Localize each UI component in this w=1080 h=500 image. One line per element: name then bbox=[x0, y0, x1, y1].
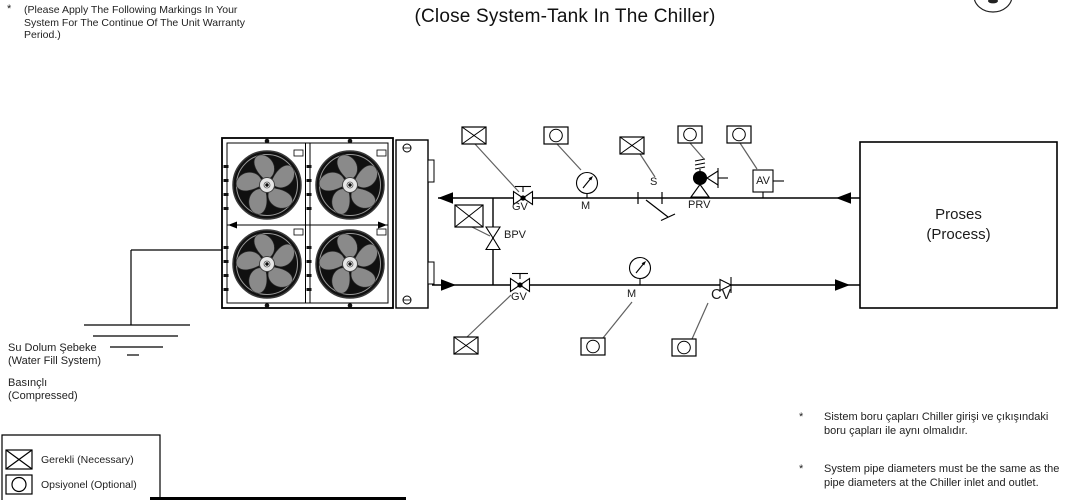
marker-boxes bbox=[453, 125, 752, 357]
gate-valve-top-label: GV bbox=[512, 201, 528, 213]
gauge-bottom-icon bbox=[628, 256, 652, 285]
note-marker: * bbox=[799, 411, 804, 423]
water-fill-line2: (Water Fill System) bbox=[8, 355, 102, 367]
compressed-line1: Basınçlı bbox=[8, 377, 48, 389]
note-english-line2: pipe diameters at the Chiller inlet and … bbox=[824, 476, 1039, 489]
note-english-line1: System pipe diameters must be the same a… bbox=[824, 463, 1060, 475]
logo-ellipse-icon bbox=[973, 0, 1013, 13]
frame-bottom-bar bbox=[150, 497, 406, 500]
leader-lines bbox=[466, 142, 758, 340]
air-vent-icon bbox=[752, 169, 784, 198]
marker-o-icon bbox=[5, 474, 33, 495]
note-marker: * bbox=[799, 463, 804, 475]
air-vent-label: AV bbox=[756, 175, 770, 187]
bypass-valve-icon bbox=[484, 226, 502, 251]
flow-arrow-right-icon bbox=[835, 279, 850, 291]
gate-valve-bottom-label: GV bbox=[511, 291, 527, 303]
water-fill-label: Su Dolum Şebeke (Water Fill System) bbox=[8, 342, 101, 368]
strainer-label: S bbox=[650, 176, 658, 188]
page-title: (Close System-Tank In The Chiller) bbox=[414, 6, 716, 27]
process-label-line2: (Process) bbox=[926, 226, 991, 243]
process-label: Proses (Process) bbox=[860, 142, 1057, 308]
flow-arrow-left-icon bbox=[438, 192, 453, 204]
flow-arrow-right-icon bbox=[441, 279, 456, 291]
water-fill-ground-icon bbox=[84, 249, 222, 356]
gate-valve-bottom-icon bbox=[509, 272, 531, 293]
legend-optional-label: Opsiyonel (Optional) bbox=[41, 479, 137, 491]
chiller-side-panel bbox=[395, 139, 435, 309]
warranty-note-marker: * bbox=[7, 3, 12, 15]
process-box bbox=[859, 141, 1058, 309]
gauge-bottom-label: M bbox=[627, 288, 637, 300]
prv-label: PRV bbox=[688, 199, 711, 211]
legend-box bbox=[1, 434, 161, 500]
warranty-note-line: Period.) bbox=[24, 29, 61, 41]
compressed-line2: (Compressed) bbox=[8, 390, 78, 402]
note-turkish-line1: Sistem boru çapları Chiller girişi ve çı… bbox=[824, 411, 1049, 423]
warranty-note-line: (Please Apply The Following Markings In … bbox=[24, 4, 238, 16]
warranty-note-line: System For The Continue Of The Unit Warr… bbox=[24, 16, 245, 29]
marker-x-icon bbox=[5, 449, 33, 470]
gate-valve-top-icon bbox=[512, 185, 534, 206]
compressed-label: Basınçlı (Compressed) bbox=[8, 377, 78, 403]
warranty-note: (Please Apply The Following Markings In … bbox=[24, 4, 245, 42]
check-valve-label: CV bbox=[711, 287, 732, 303]
water-fill-line1: Su Dolum Şebeke bbox=[8, 342, 97, 354]
check-valve-icon bbox=[719, 277, 733, 293]
chiller-unit bbox=[221, 137, 435, 309]
gauge-top-label: M bbox=[581, 200, 591, 212]
note-english: System pipe diameters must be the same a… bbox=[824, 463, 1059, 490]
prv-icon bbox=[689, 158, 728, 198]
bypass-valve-label: BPV bbox=[504, 229, 527, 241]
coil-ticks bbox=[223, 165, 312, 291]
marker-x-icon bbox=[454, 204, 484, 228]
flow-arrow-left-icon bbox=[836, 192, 851, 204]
strainer-icon bbox=[637, 192, 676, 222]
note-turkish: Sistem boru çapları Chiller girişi ve çı… bbox=[824, 411, 1048, 438]
process-label-line1: Proses bbox=[935, 206, 982, 223]
gauge-top-icon bbox=[575, 171, 599, 198]
legend-necessary-label: Gerekli (Necessary) bbox=[41, 454, 134, 466]
note-turkish-line2: boru çapları ile aynı olmalıdır. bbox=[824, 424, 968, 437]
